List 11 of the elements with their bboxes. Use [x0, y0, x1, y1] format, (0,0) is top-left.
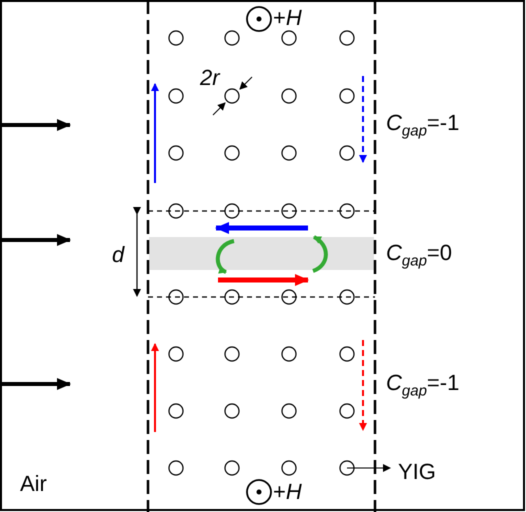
field-label: +H [273, 480, 302, 504]
dimension-label: d [112, 243, 124, 267]
leader-line [346, 464, 391, 472]
dimension-label: 2r [200, 66, 220, 90]
field-label: +H [273, 6, 302, 30]
coupling-label: C$_{gap}$=-1 [386, 371, 460, 402]
rod-circle [339, 460, 355, 476]
region-label: Air [20, 472, 47, 496]
coupling-label: C$_{gap}$=0 [386, 241, 452, 272]
material-label: YIG [398, 460, 436, 484]
coupling-label: C$_{gap}$=-1 [386, 111, 460, 142]
